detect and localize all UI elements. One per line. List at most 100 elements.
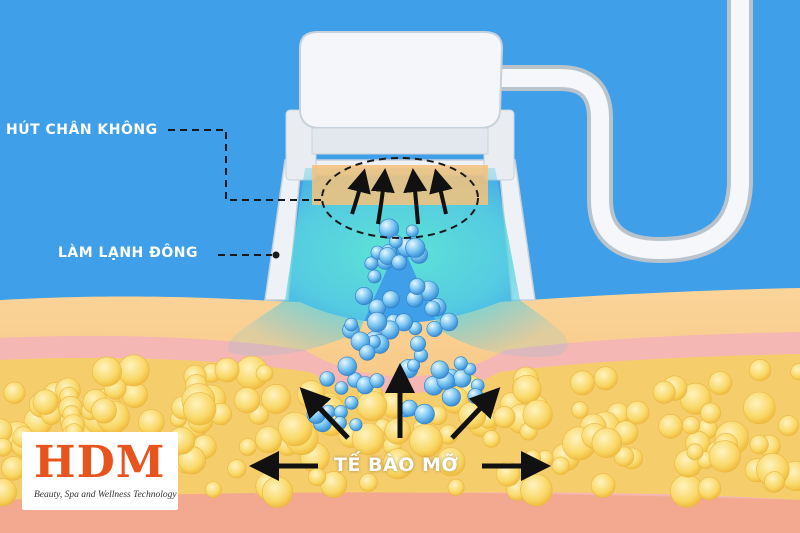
fat-cell <box>0 438 13 457</box>
fat-cell <box>227 459 247 479</box>
fat-arrows <box>249 363 551 481</box>
vacuum-tube <box>487 0 753 264</box>
ice-crystal <box>367 269 382 284</box>
ice-crystal <box>378 218 400 239</box>
freezing-label: LÀM LẠNH ĐÔNG <box>58 245 198 261</box>
fat-cell <box>356 390 388 422</box>
fat-cell <box>697 476 722 501</box>
fat-cell <box>447 478 465 496</box>
up-arrow-icon <box>403 168 428 225</box>
fat-cell <box>700 402 722 424</box>
fat-cell <box>522 399 553 430</box>
fat-cell <box>748 359 772 382</box>
fat-cell <box>764 471 785 493</box>
cold-zone <box>228 168 568 358</box>
ice-crystal <box>439 312 459 332</box>
fat-cell <box>625 400 650 425</box>
ice-crystal <box>405 237 426 258</box>
suction-leader-line <box>168 129 322 201</box>
fat-cell <box>593 366 618 391</box>
fat-cell <box>749 434 769 455</box>
fat-cell <box>482 430 501 448</box>
fat-cell <box>778 415 799 437</box>
fat-cell <box>183 392 217 426</box>
ice-crystal <box>354 286 373 305</box>
fat-cell <box>613 446 635 467</box>
fat-cell <box>652 380 676 404</box>
fat-cell <box>351 422 385 456</box>
ice-crystal <box>364 256 379 271</box>
hdm-logo: HDM Beauty, Spa and Wellness Technology <box>22 432 178 510</box>
bottom-tissue <box>0 492 800 533</box>
fat-cell <box>493 406 516 429</box>
fat-cell <box>520 473 553 507</box>
fat-cell <box>658 413 684 439</box>
arrow-icon <box>450 387 501 440</box>
fat-cell <box>708 440 741 473</box>
ice-crystal <box>349 418 363 432</box>
fat-cells-label: TẾ BÀO MỠ <box>334 454 459 476</box>
fat-cell <box>512 374 542 404</box>
ice-crystal <box>414 403 435 425</box>
fat-cell <box>0 478 17 507</box>
ice-crystal <box>366 311 388 333</box>
ice-crystal <box>430 360 449 379</box>
ice-crystal <box>391 254 408 271</box>
ice-crystal <box>382 290 400 309</box>
ice-crystal <box>319 371 335 387</box>
ice-crystal <box>424 300 441 317</box>
ice-crystal <box>409 335 426 352</box>
fat-cell <box>571 401 589 419</box>
ice-crystal <box>467 388 484 404</box>
fat-cell <box>681 416 701 435</box>
applicator-handle <box>299 31 504 129</box>
logo-tagline: Beauty, Spa and Wellness Technology <box>34 490 177 500</box>
ice-crystal <box>405 224 419 238</box>
fat-cell <box>686 443 704 461</box>
fat-cell <box>590 473 616 498</box>
suction-arrows <box>347 168 453 225</box>
up-arrow-icon <box>370 168 395 225</box>
fat-cell <box>359 473 378 492</box>
suction-zone-outline <box>321 157 479 239</box>
fat-cell <box>92 356 123 387</box>
ice-crystal <box>334 381 349 395</box>
ice-crystal <box>359 344 376 361</box>
fat-cell <box>382 448 414 480</box>
ice-crystal <box>408 278 426 295</box>
fat-cell <box>591 427 622 458</box>
fat-cell <box>308 467 327 487</box>
arrow-icon <box>299 387 350 440</box>
ice-crystal <box>453 356 468 371</box>
fat-cell <box>409 423 443 458</box>
ice-crystal <box>369 373 385 389</box>
fat-cell <box>91 397 117 424</box>
fat-cell <box>255 364 274 383</box>
fat-cell <box>261 384 291 414</box>
fat-cell <box>708 371 733 396</box>
up-arrow-icon <box>347 168 371 215</box>
ice-crystal <box>441 387 461 407</box>
fat-cell <box>570 370 595 396</box>
ice-crystal <box>344 317 359 332</box>
fat-cell <box>32 389 59 415</box>
up-arrow-icon <box>429 168 453 215</box>
ice-crystal <box>337 356 357 376</box>
fat-cell <box>214 357 240 383</box>
fat-cell <box>436 447 466 477</box>
ice-crystal <box>426 320 443 337</box>
fat-cell <box>261 476 294 508</box>
fat-cell <box>743 391 776 425</box>
fat-cell <box>255 426 282 454</box>
fat-cell <box>238 437 257 456</box>
fat-cell <box>204 481 222 499</box>
fat-cell <box>234 387 261 414</box>
fat-cell <box>551 456 570 475</box>
logo-mark: HDM <box>34 437 166 488</box>
fat-cell <box>3 381 26 404</box>
ice-crystal <box>344 395 359 410</box>
fat-cell <box>790 363 800 381</box>
fat-cell <box>278 411 313 447</box>
